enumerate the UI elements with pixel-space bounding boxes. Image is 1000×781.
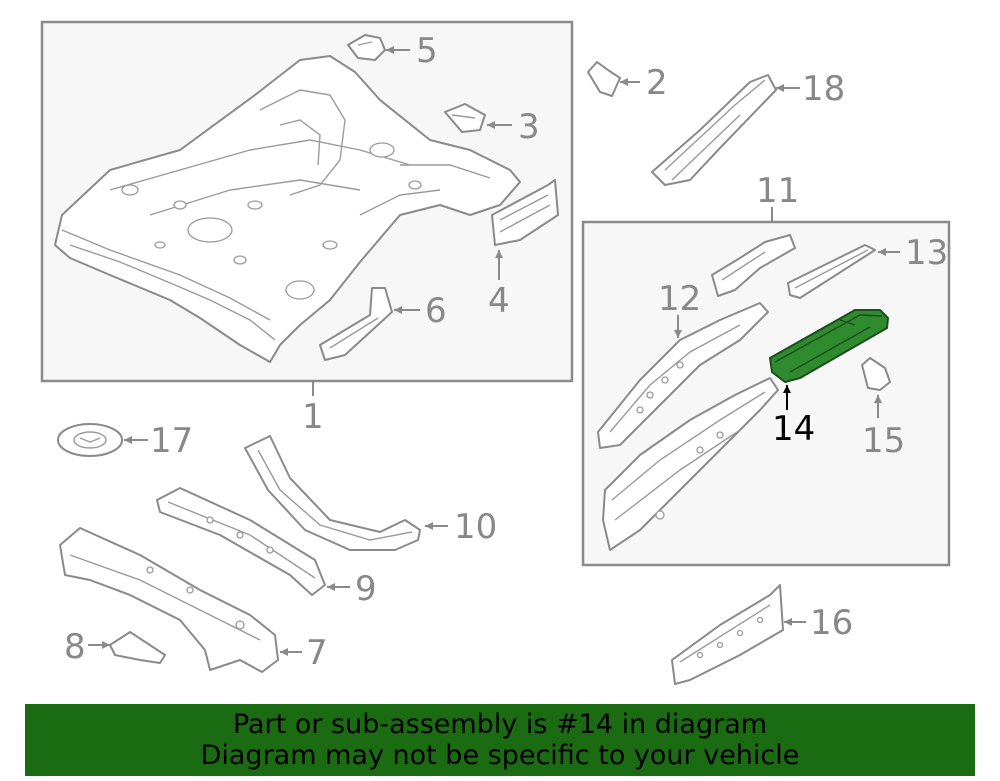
callout-18: 18 xyxy=(802,69,845,109)
callout-16: 16 xyxy=(810,603,853,643)
part-12-rail xyxy=(711,234,796,297)
part-8-bracket xyxy=(109,631,166,664)
callout-17: 17 xyxy=(150,421,193,461)
part-16-rail xyxy=(671,584,784,685)
part-6-bracket xyxy=(319,287,393,361)
part-5-bracket xyxy=(347,34,386,61)
callout-12: 12 xyxy=(658,279,701,319)
part-2-bracket xyxy=(587,61,621,97)
callout-10: 10 xyxy=(454,507,497,547)
part-13-rail xyxy=(787,244,876,299)
callout-15: 15 xyxy=(862,421,905,461)
part-4-rail xyxy=(491,179,559,246)
callout-7: 7 xyxy=(306,633,328,673)
part-17-plug xyxy=(57,423,123,457)
part-7-crossmember xyxy=(59,527,279,673)
callout-14: 14 xyxy=(772,409,815,449)
part-15-bracket xyxy=(861,357,891,391)
part-14-highlighted xyxy=(769,309,889,383)
lower-member-part xyxy=(602,377,779,551)
part-12-main-rail xyxy=(597,302,769,449)
part-3-bracket xyxy=(444,103,486,133)
callout-11: 11 xyxy=(756,171,799,211)
banner-line-1: Part or sub-assembly is #14 in diagram xyxy=(232,709,768,740)
callout-5: 5 xyxy=(416,31,438,71)
banner-line-2: Diagram may not be specific to your vehi… xyxy=(200,740,800,771)
callout-1: 1 xyxy=(302,397,324,437)
part-9-crossmember xyxy=(156,487,326,596)
callout-6: 6 xyxy=(425,291,447,331)
floor-pan-part xyxy=(54,55,521,363)
callout-13: 13 xyxy=(905,233,948,273)
part-10-crossmember xyxy=(244,435,421,551)
callout-4: 4 xyxy=(488,281,510,321)
part-18-reinforcement xyxy=(651,74,777,186)
callout-2: 2 xyxy=(646,63,668,103)
callout-9: 9 xyxy=(355,569,377,609)
callout-8: 8 xyxy=(64,627,86,667)
notice-banner: Part or sub-assembly is #14 in diagram D… xyxy=(25,704,975,776)
callout-3: 3 xyxy=(518,107,540,147)
